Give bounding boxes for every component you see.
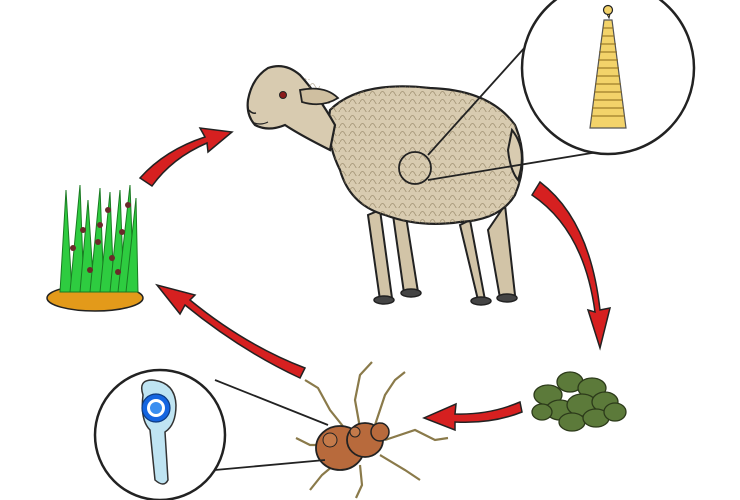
oribatid-mite-icon bbox=[295, 361, 449, 499]
arrow-sheep-to-feces bbox=[530, 180, 612, 351]
arrow-feces-to-mite bbox=[422, 400, 523, 432]
arrow-grass-to-sheep bbox=[138, 127, 234, 188]
cysticercoid-larva-icon bbox=[140, 379, 177, 485]
tapeworm-segment-icon bbox=[589, 4, 627, 129]
tapeworm-inset bbox=[427, 0, 696, 181]
fecal-pellets-icon bbox=[531, 371, 627, 432]
cysticercoid-inset bbox=[93, 368, 329, 500]
arrow-mite-to-grass bbox=[155, 283, 307, 379]
grass-with-mites-icon bbox=[46, 184, 144, 312]
sheep-icon bbox=[246, 65, 524, 306]
